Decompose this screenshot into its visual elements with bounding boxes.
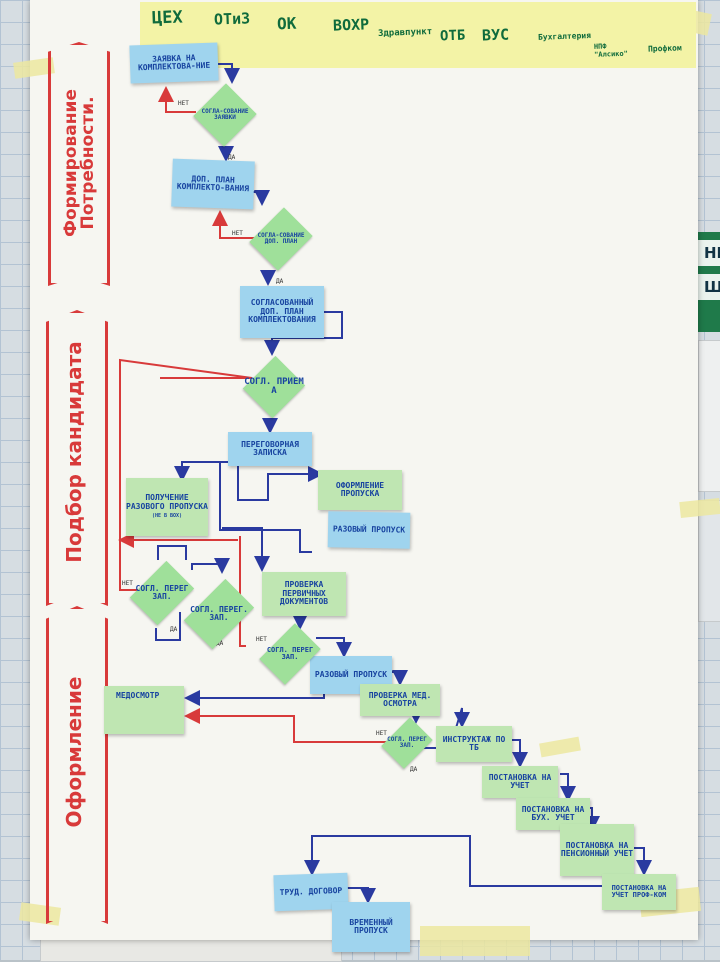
note-poluchenie-sub: (НЕ В ВОХ) <box>151 513 183 520</box>
note-soglasovanny-plan: СОГЛАСОВАННЫЙ ДОП. ПЛАН КОМПЛЕКТОВАНИЯ <box>240 286 324 338</box>
note-poluchenie-text: ПОЛУЧЕНИЕ РАЗОВОГО ПРОПУСКА <box>126 493 208 511</box>
decision-soglasovanie-plan: СОГЛА-СОВАНИЕ ДОП. ПЛАН <box>249 204 313 274</box>
decision-sogl-pereg-4: СОГЛ. ПЕРЕГ ЗАП. <box>381 714 433 772</box>
note-instruktazh: ИНСТРУКТАЖ ПО ТБ <box>436 726 512 762</box>
edge-label-yes: ДА <box>216 640 224 647</box>
note-proverka-doc: ПРОВЕРКА ПЕРВИЧНЫХ ДОКУМЕНТОВ <box>262 572 346 616</box>
note-peregovornaya: ПЕРЕГОВОРНАЯ ЗАПИСКА <box>228 432 312 466</box>
tape <box>420 926 530 956</box>
note-dop-plan: ДОП. ПЛАН КОМПЛЕКТО-ВАНИЯ <box>171 158 255 210</box>
edge-label-yes: ДА <box>170 626 178 633</box>
decision-soglasovanie-zayavki: СОГЛА-СОВАНИЕ ЗАЯВКИ <box>193 82 257 148</box>
note-proverka-med: ПРОВЕРКА МЕД. ОСМОТРА <box>360 684 440 716</box>
note-postanovka-uchet: ПОСТАНОВКА НА УЧЕТ <box>482 766 558 798</box>
note-razovy-propusk-2: РАЗОВЫЙ ПРОПУСК <box>310 656 392 694</box>
note-postanovka-pens: ПОСТАНОВКА НА ПЕНСИОННЫЙ УЧЕТ <box>560 824 634 876</box>
decision-text: СОГЛ. ПРИЕМ А <box>244 376 304 396</box>
note-postanovka-prof: ПОСТАНОВКА НА УЧЕТ ПРОФ-КОМ <box>602 874 676 910</box>
edge-label-no: НЕТ <box>232 230 243 237</box>
note-zayavka: ЗАЯВКА НА КОМПЛЕКТОВА-НИЕ <box>129 42 219 84</box>
decision-text: СОГЛА-СОВАНИЕ ЗАЯВКИ <box>201 107 249 121</box>
edge-label-yes: ДА <box>228 154 236 161</box>
decision-text: СОГЛ. ПЕРЕГ. ЗАП. <box>190 604 248 622</box>
decision-text: СОГЛ. ПЕРЕГ ЗАП. <box>387 735 427 749</box>
decision-sogl-pereg-2: СОГЛ. ПЕРЕГ. ЗАП. <box>183 572 255 656</box>
decision-sogl-pereg-3: СОГЛ. ПЕРЕГ ЗАП. <box>259 618 321 690</box>
note-medosmotr: МЕДОСМОТР <box>104 686 184 734</box>
header-strip <box>140 2 696 68</box>
edge-label-yes: ДА <box>410 766 418 773</box>
note-razovy-propusk-1: РАЗОВЫЙ ПРОПУСК <box>327 511 411 549</box>
edge-label-no: НЕТ <box>178 100 189 107</box>
note-vremenny-propusk: ВРЕМЕННЫЙ ПРОПУСК <box>332 902 410 952</box>
decision-soglasovanie-priema: СОГЛ. ПРИЕМ А <box>242 354 306 420</box>
decision-text: СОГЛА-СОВАНИЕ ДОП. ПЛАН <box>257 231 305 245</box>
edge-label-no: НЕТ <box>122 580 133 587</box>
decision-text: СОГЛ. ПЕРЕГ ЗАП. <box>135 583 189 601</box>
green-sign: НИЕЩИ <box>698 232 720 332</box>
edge-label-yes: ДА <box>276 278 284 285</box>
decision-sogl-pereg-1: СОГЛ. ПЕРЕГ ЗАП. <box>129 556 195 630</box>
side-document <box>698 340 720 492</box>
note-poluchenie-propuska: ПОЛУЧЕНИЕ РАЗОВОГО ПРОПУСКА (НЕ В ВОХ) <box>126 478 208 536</box>
decision-text: СОГЛ. ПЕРЕГ ЗАП. <box>266 645 314 661</box>
note-oformlenie-propuska: ОФОРМЛЕНИЕ ПРОПУСКА <box>318 470 402 510</box>
edge-label-no: НЕТ <box>256 636 267 643</box>
edge-label-no: НЕТ <box>376 730 387 737</box>
